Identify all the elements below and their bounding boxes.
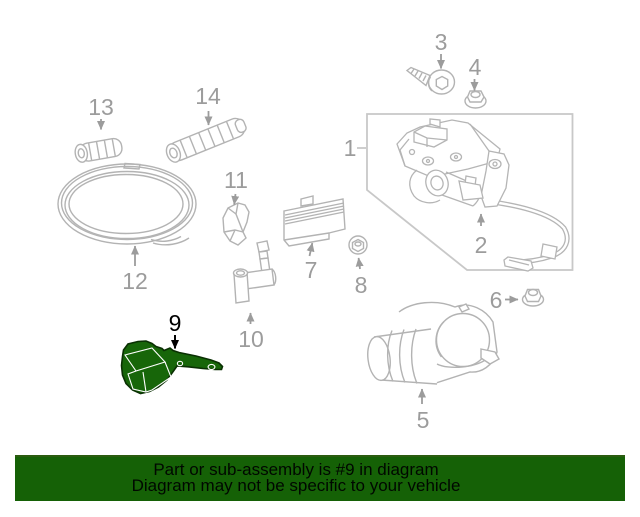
part-9-bracket-highlighted[interactable] (120, 340, 224, 395)
part-14-connector-hose[interactable] (164, 115, 249, 164)
part-7-valve-block[interactable] (283, 195, 346, 247)
banner-line-2: Diagram may not be specific to your vehi… (131, 475, 461, 495)
part-label-13[interactable]: 13 (88, 94, 114, 120)
part-label-11[interactable]: 11 (224, 167, 248, 193)
part-label-9-highlighted[interactable]: 9 (169, 310, 182, 336)
part-13-connector[interactable] (74, 137, 123, 163)
part-label-10[interactable]: 10 (238, 326, 264, 352)
part-4-nut[interactable] (464, 90, 487, 109)
part-8-nut[interactable] (348, 235, 368, 255)
part-label-4[interactable]: 4 (469, 54, 482, 80)
part-11-bracket[interactable] (222, 202, 250, 246)
part-label-7[interactable]: 7 (305, 257, 318, 283)
part-label-8[interactable]: 8 (355, 272, 368, 298)
part-12-air-line-coil[interactable] (57, 162, 197, 246)
part-label-5[interactable]: 5 (417, 407, 430, 433)
part-1-assembly-box[interactable] (357, 113, 574, 271)
part-label-1[interactable]: 1 (344, 135, 357, 161)
part-10-solenoid-valve[interactable] (232, 240, 277, 304)
part-6-nut[interactable] (521, 288, 545, 307)
part-label-2[interactable]: 2 (475, 232, 488, 258)
part-2-compressor-assembly[interactable] (396, 118, 570, 272)
part-label-3[interactable]: 3 (435, 29, 448, 55)
leader-arrows (97, 54, 519, 404)
part-label-6[interactable]: 6 (490, 287, 503, 313)
selection-banner-text: Part or sub-assembly is #9 in diagram Di… (15, 457, 577, 493)
part-3-screw[interactable] (405, 66, 456, 95)
part-label-12[interactable]: 12 (122, 268, 148, 294)
part-label-14[interactable]: 14 (195, 83, 221, 109)
selection-banner: Part or sub-assembly is #9 in diagram Di… (15, 455, 625, 501)
banner-line-1: Part or sub-assembly is #9 in diagram (153, 460, 439, 479)
part-5-reservoir-tank[interactable] (365, 301, 500, 385)
